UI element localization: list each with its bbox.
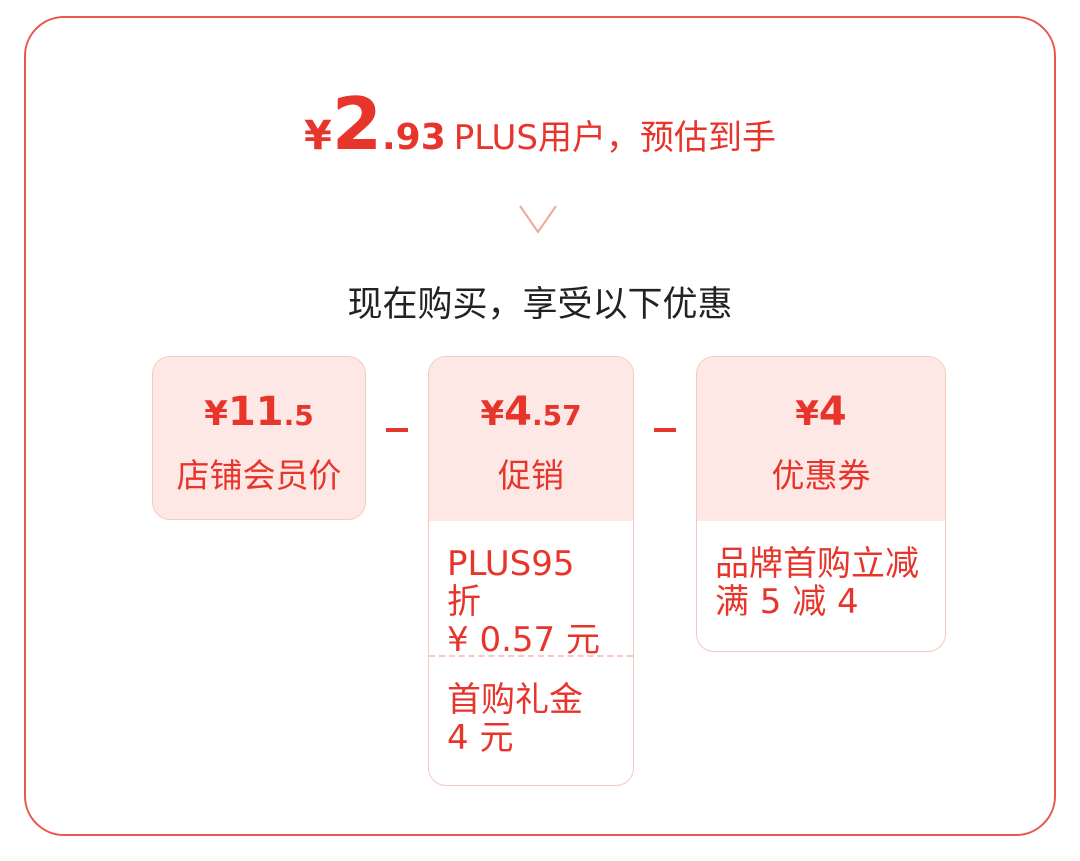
card-label: 优惠券 bbox=[771, 456, 871, 495]
card-coupon: ¥4 优惠券 品牌首购立减 满 5 减 4 bbox=[696, 356, 946, 652]
card-header: ¥11.5 店铺会员价 bbox=[153, 357, 365, 519]
card-member-price: ¥11.5 店铺会员价 bbox=[152, 356, 366, 520]
amount-decimal: .57 bbox=[531, 399, 582, 432]
detail-title: 品牌首购立减 bbox=[715, 544, 919, 584]
card-amount: ¥11.5 bbox=[153, 357, 365, 435]
card-amount: ¥4 bbox=[697, 357, 945, 435]
card-header: ¥4.57 促销 bbox=[429, 357, 633, 521]
headline-text: PLUS用户，预估到手 bbox=[453, 118, 776, 158]
currency-symbol: ¥ bbox=[304, 113, 332, 159]
amount-integer: 4 bbox=[818, 389, 847, 435]
benefits-subtitle: 现在购买，享受以下优惠 bbox=[347, 285, 733, 325]
price-decimal: .93 bbox=[381, 117, 446, 158]
amount-decimal: .5 bbox=[283, 399, 314, 432]
currency-symbol: ¥ bbox=[204, 394, 228, 434]
coupon-detail: 品牌首购立减 满 5 减 4 bbox=[697, 521, 945, 621]
card-label: 促销 bbox=[498, 456, 564, 495]
card-amount: ¥4.57 bbox=[429, 357, 633, 435]
card-label: 店铺会员价 bbox=[176, 456, 342, 495]
card-header: ¥4 优惠券 bbox=[697, 357, 945, 521]
price-integer: 2 bbox=[331, 82, 382, 166]
amount-integer: 11 bbox=[227, 389, 284, 435]
currency-symbol: ¥ bbox=[480, 394, 505, 434]
amount-integer: 4 bbox=[504, 389, 532, 435]
card-promotion: ¥4.57 促销 PLUS95 折 ¥ 0.57 元 首购礼金 4 元 bbox=[428, 356, 634, 786]
minus-operator bbox=[386, 428, 408, 432]
detail-value: 4 元 bbox=[447, 718, 514, 758]
detail-title: 首购礼金 bbox=[447, 680, 583, 720]
detail-title: PLUS95 折 bbox=[447, 544, 575, 622]
detail-value: 满 5 减 4 bbox=[715, 582, 859, 622]
pointer-divider bbox=[40, 205, 1040, 234]
detail-value: ¥ 0.57 元 bbox=[447, 620, 600, 660]
dashed-separator bbox=[429, 655, 633, 657]
minus-operator bbox=[654, 428, 676, 432]
promotion-detail-first-purchase: 首购礼金 4 元 bbox=[429, 657, 633, 757]
currency-symbol: ¥ bbox=[795, 394, 819, 434]
promotion-detail-plus95: PLUS95 折 ¥ 0.57 元 bbox=[429, 521, 633, 659]
